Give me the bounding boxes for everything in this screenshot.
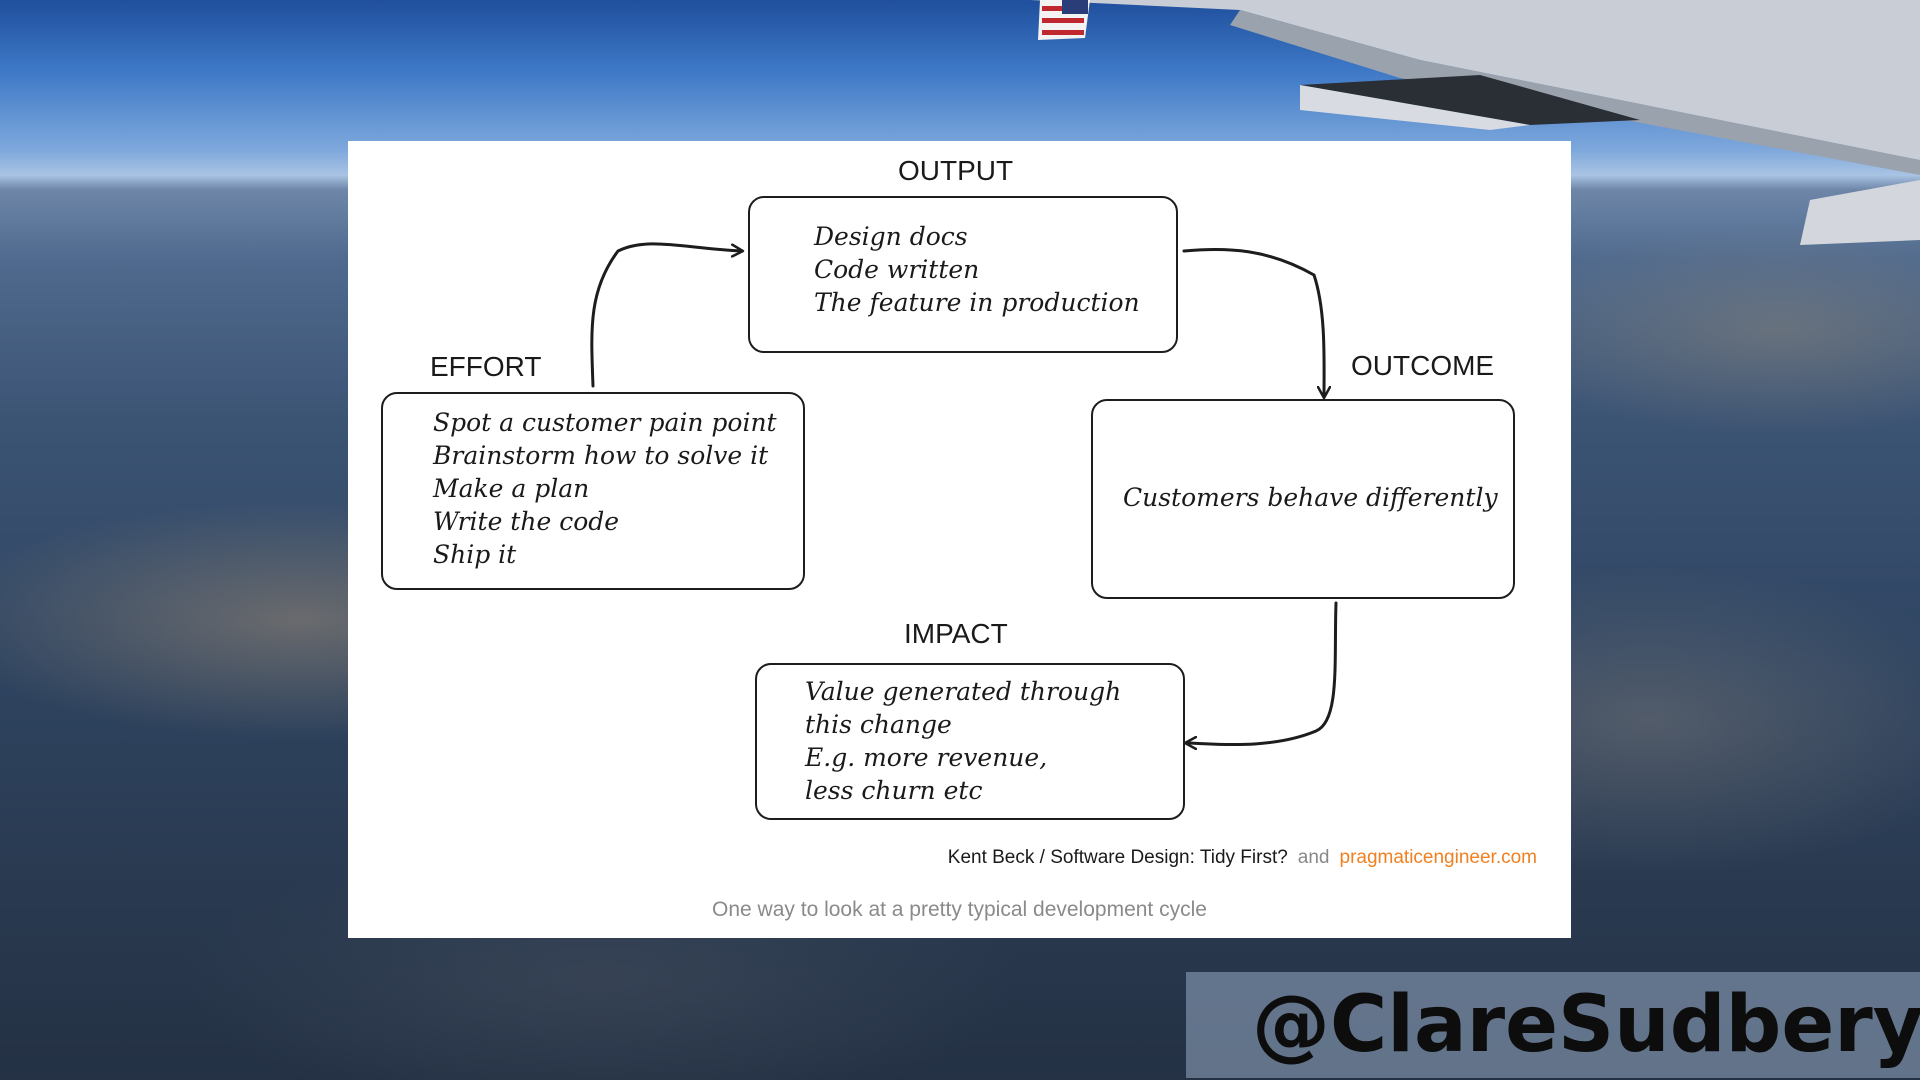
slide-caption: One way to look at a pretty typical deve… (348, 898, 1571, 922)
attribution-and: and (1298, 847, 1330, 868)
outcome-item: Customers behave differently (1123, 481, 1498, 514)
impact-label: IMPACT (904, 618, 1008, 650)
impact-item: this change (805, 708, 1121, 741)
impact-box: Value generated through this change E.g.… (755, 663, 1185, 820)
output-label: OUTPUT (898, 155, 1013, 187)
output-item: The feature in production (814, 286, 1140, 319)
speaker-handle: @ClareSudbery (1252, 972, 1920, 1078)
arrow-output-to-outcome (1184, 249, 1324, 397)
output-item: Design docs (814, 220, 1140, 253)
impact-item: E.g. more revenue, (805, 741, 1121, 774)
effort-item: Brainstorm how to solve it (433, 439, 777, 472)
effort-item: Ship it (433, 538, 777, 571)
arrow-effort-to-output (592, 244, 742, 386)
outcome-items: Customers behave differently (1123, 481, 1498, 514)
output-box: Design docs Code written The feature in … (748, 196, 1178, 353)
output-items: Design docs Code written The feature in … (814, 220, 1140, 319)
effort-box: Spot a customer pain point Brainstorm ho… (381, 392, 805, 590)
outcome-box: Customers behave differently (1091, 399, 1515, 599)
attribution: Kent Beck / Software Design: Tidy First?… (948, 847, 1537, 869)
attribution-link[interactable]: pragmaticengineer.com (1340, 847, 1538, 868)
impact-items: Value generated through this change E.g.… (805, 675, 1121, 807)
effort-item: Write the code (433, 505, 777, 538)
attribution-source: Kent Beck / Software Design: Tidy First? (948, 847, 1288, 868)
diagram-slide: OUTPUT Design docs Code written The feat… (348, 141, 1571, 938)
effort-item: Make a plan (433, 472, 777, 505)
arrow-outcome-to-impact (1186, 603, 1336, 745)
impact-item: less churn etc (805, 774, 1121, 807)
outcome-label: OUTCOME (1351, 350, 1494, 382)
effort-label: EFFORT (430, 351, 541, 383)
impact-item: Value generated through (805, 675, 1121, 708)
effort-items: Spot a customer pain point Brainstorm ho… (433, 406, 777, 571)
output-item: Code written (814, 253, 1140, 286)
speaker-handle-banner: @ClareSudbery (1186, 972, 1920, 1078)
effort-item: Spot a customer pain point (433, 406, 777, 439)
